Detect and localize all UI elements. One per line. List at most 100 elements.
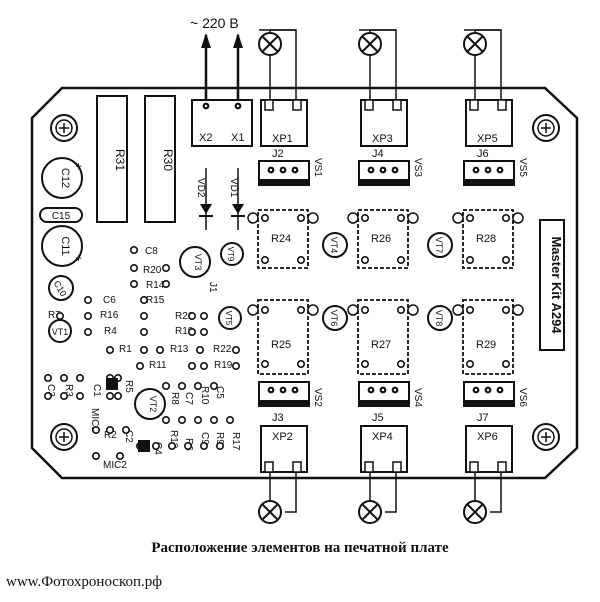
svg-text:R7: R7 bbox=[48, 310, 61, 321]
svg-text:C7: C7 bbox=[183, 392, 194, 405]
opto-vt7: VT7 bbox=[427, 232, 453, 258]
solder-pad bbox=[210, 381, 218, 391]
solder-pad bbox=[162, 415, 170, 425]
svg-text:C15: C15 bbox=[52, 211, 71, 222]
solder-pad bbox=[76, 373, 84, 383]
solder-pad bbox=[196, 345, 204, 355]
svg-text:C5: C5 bbox=[214, 386, 225, 399]
mounting-hole-icon bbox=[532, 423, 560, 451]
solder-pad bbox=[59, 391, 68, 401]
trimmer-label: R26 bbox=[371, 233, 391, 245]
opto-vt4: VT4 bbox=[322, 232, 348, 258]
connector-label: XP2 bbox=[272, 431, 293, 443]
jumper-label: J6 bbox=[477, 148, 489, 160]
solder-pad bbox=[59, 373, 68, 383]
svg-text:R3: R3 bbox=[63, 384, 74, 397]
capacitor-c12: C12 + bbox=[41, 157, 83, 199]
svg-text:VT9: VT9 bbox=[226, 247, 235, 262]
transistor-vt3: VT3 bbox=[179, 246, 211, 278]
solder-pad bbox=[92, 425, 100, 435]
svg-text:C3: C3 bbox=[45, 384, 56, 397]
svg-text:R18: R18 bbox=[175, 326, 194, 337]
transistor-vt1: VT1 bbox=[48, 319, 72, 343]
triac-label: VS1 bbox=[312, 158, 323, 177]
square-pad bbox=[138, 440, 150, 452]
svg-text:VT7: VT7 bbox=[434, 237, 444, 254]
triac-label: VS5 bbox=[517, 158, 528, 177]
mains-label: ~ 220 В bbox=[190, 15, 239, 31]
solder-pad bbox=[84, 295, 92, 305]
trimmer-label: R25 bbox=[271, 339, 291, 351]
solder-pad bbox=[194, 415, 202, 425]
connector-label: XP1 bbox=[272, 133, 293, 145]
solder-pad bbox=[188, 327, 196, 337]
solder-pad bbox=[232, 345, 240, 355]
svg-text:R30: R30 bbox=[161, 149, 175, 171]
connector-label: XP5 bbox=[477, 133, 498, 145]
svg-text:R4: R4 bbox=[104, 326, 117, 337]
jumper-label: J4 bbox=[372, 148, 384, 160]
opto-vt6: VT6 bbox=[322, 305, 348, 331]
solder-pad bbox=[122, 425, 130, 435]
board-label-box: Master Kit A294 bbox=[539, 219, 565, 351]
svg-text:VT4: VT4 bbox=[329, 237, 339, 254]
jumper-label: J3 bbox=[272, 412, 284, 424]
solder-pad bbox=[76, 391, 84, 401]
svg-text:R19: R19 bbox=[214, 360, 233, 371]
svg-text:R13: R13 bbox=[170, 344, 189, 355]
trimmer-label: R27 bbox=[371, 339, 391, 351]
solder-pad bbox=[152, 441, 160, 451]
solder-pad bbox=[178, 381, 186, 391]
lamp-icon bbox=[258, 32, 282, 56]
svg-text:VD2: VD2 bbox=[195, 178, 206, 198]
mains-terminal-block: X2 X1 bbox=[191, 99, 253, 147]
svg-text:+: + bbox=[75, 251, 82, 265]
transistor-vt2: VT2 bbox=[134, 388, 166, 420]
svg-text:MIC1: MIC1 bbox=[89, 408, 100, 432]
svg-text:R21: R21 bbox=[175, 311, 194, 322]
terminal-x2-label: X2 bbox=[199, 132, 212, 144]
svg-text:C6: C6 bbox=[103, 295, 116, 306]
svg-text:VT5: VT5 bbox=[224, 311, 233, 326]
capacitor-c15: C15 bbox=[39, 207, 83, 223]
capacitor-c10: C10 bbox=[48, 275, 74, 301]
label-j1: J1 bbox=[207, 282, 218, 293]
solder-pad bbox=[188, 311, 196, 321]
svg-text:R14: R14 bbox=[146, 280, 165, 291]
svg-text:VT2: VT2 bbox=[148, 396, 158, 413]
svg-text:R15: R15 bbox=[146, 295, 165, 306]
solder-pad bbox=[130, 263, 138, 273]
solder-pad bbox=[140, 311, 148, 321]
diode-vd2: VD2 bbox=[195, 168, 213, 230]
solder-pad bbox=[116, 451, 124, 461]
solder-pad bbox=[130, 246, 138, 254]
jumper-label: J5 bbox=[372, 412, 384, 424]
solder-pad bbox=[106, 345, 114, 355]
jumper-label: J2 bbox=[272, 148, 284, 160]
svg-text:VT1: VT1 bbox=[52, 327, 69, 337]
opto-vt8: VT8 bbox=[427, 305, 453, 331]
solder-pad bbox=[130, 279, 138, 289]
svg-text:R16: R16 bbox=[100, 310, 119, 321]
connector-label: XP3 bbox=[372, 133, 393, 145]
lamp-icon bbox=[463, 32, 487, 56]
triac-label: VS3 bbox=[412, 158, 423, 177]
solder-pad bbox=[43, 391, 53, 401]
svg-text:R8: R8 bbox=[169, 392, 180, 405]
triac-label: VS4 bbox=[412, 388, 423, 407]
solder-pad bbox=[178, 415, 186, 425]
trimmer-label: R29 bbox=[476, 339, 496, 351]
svg-text:R31: R31 bbox=[113, 149, 127, 171]
svg-text:R10: R10 bbox=[199, 386, 210, 405]
transistor-vt5: VT5 bbox=[218, 306, 242, 330]
svg-text:R11: R11 bbox=[149, 360, 167, 371]
svg-text:R1: R1 bbox=[119, 344, 132, 355]
triac-label: VS6 bbox=[517, 388, 528, 407]
solder-pad bbox=[168, 441, 176, 451]
resistor-r31: R31 bbox=[96, 95, 128, 223]
figure-caption: Расположение элементов на печатной плате bbox=[151, 540, 449, 556]
